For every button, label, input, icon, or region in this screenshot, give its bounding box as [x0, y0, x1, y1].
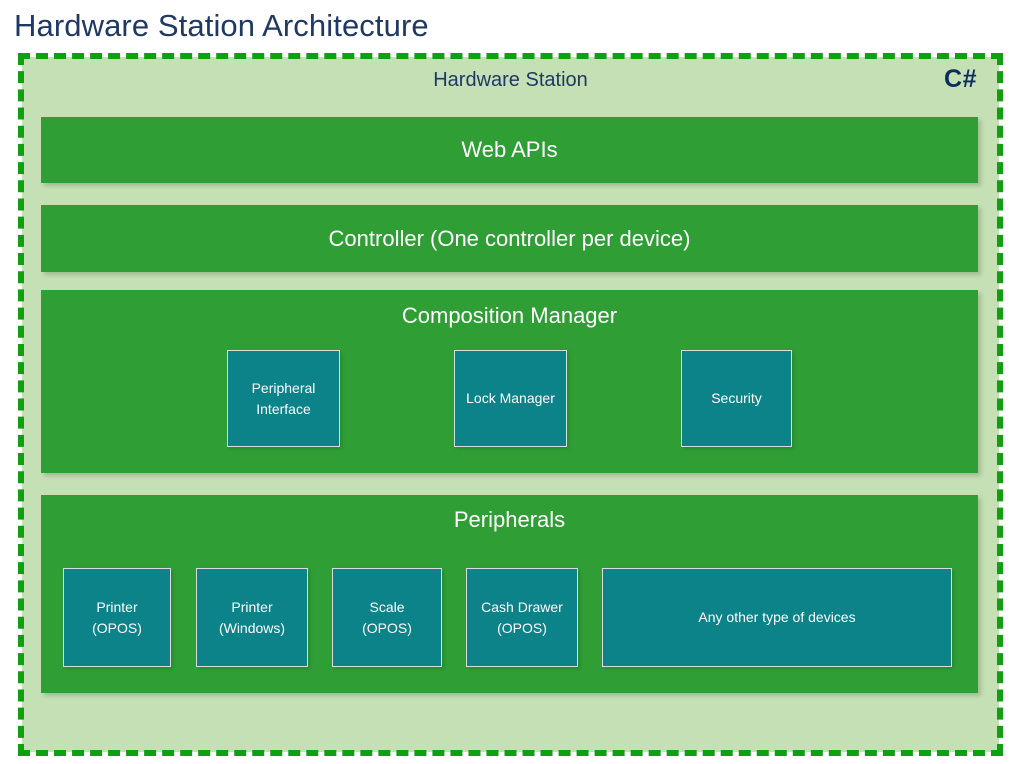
component-any-other-devices-label: Any other type of devices: [698, 609, 856, 626]
page-title: Hardware Station Architecture: [14, 8, 429, 43]
component-cash-drawer-opos-label: Cash Drawer (OPOS): [481, 599, 563, 636]
layer-peripherals-title: Peripherals: [453, 507, 566, 532]
component-printer-opos[interactable]: Printer (OPOS): [63, 568, 171, 667]
layer-controller-title: Controller (One controller per device): [328, 226, 691, 251]
component-printer-windows-label: Printer (Windows): [218, 599, 286, 636]
component-scale-opos[interactable]: Scale (OPOS): [332, 568, 442, 667]
layer-composition-manager-title: Composition Manager: [401, 303, 618, 328]
component-any-other-devices[interactable]: Any other type of devices: [602, 568, 952, 667]
component-peripheral-interface-label: Peripheral Interface: [251, 380, 316, 417]
layer-controller[interactable]: Controller (One controller per device): [41, 205, 978, 272]
component-peripheral-interface[interactable]: Peripheral Interface: [227, 350, 340, 447]
component-printer-opos-label: Printer (OPOS): [92, 599, 142, 636]
hardware-station-label: Hardware Station: [433, 69, 588, 91]
layer-web-apis-title: Web APIs: [461, 137, 558, 162]
component-printer-windows[interactable]: Printer (Windows): [196, 568, 308, 667]
csharp-boundary-frame: [18, 53, 1003, 756]
component-security-label: Security: [711, 390, 762, 407]
layer-web-apis[interactable]: Web APIs: [41, 117, 978, 183]
component-scale-opos-label: Scale (OPOS): [362, 599, 412, 636]
csharp-language-label: C#: [944, 65, 977, 93]
component-cash-drawer-opos[interactable]: Cash Drawer (OPOS): [466, 568, 578, 667]
component-lock-manager-label: Lock Manager: [466, 390, 555, 407]
component-lock-manager[interactable]: Lock Manager: [454, 350, 567, 447]
component-security[interactable]: Security: [681, 350, 792, 447]
